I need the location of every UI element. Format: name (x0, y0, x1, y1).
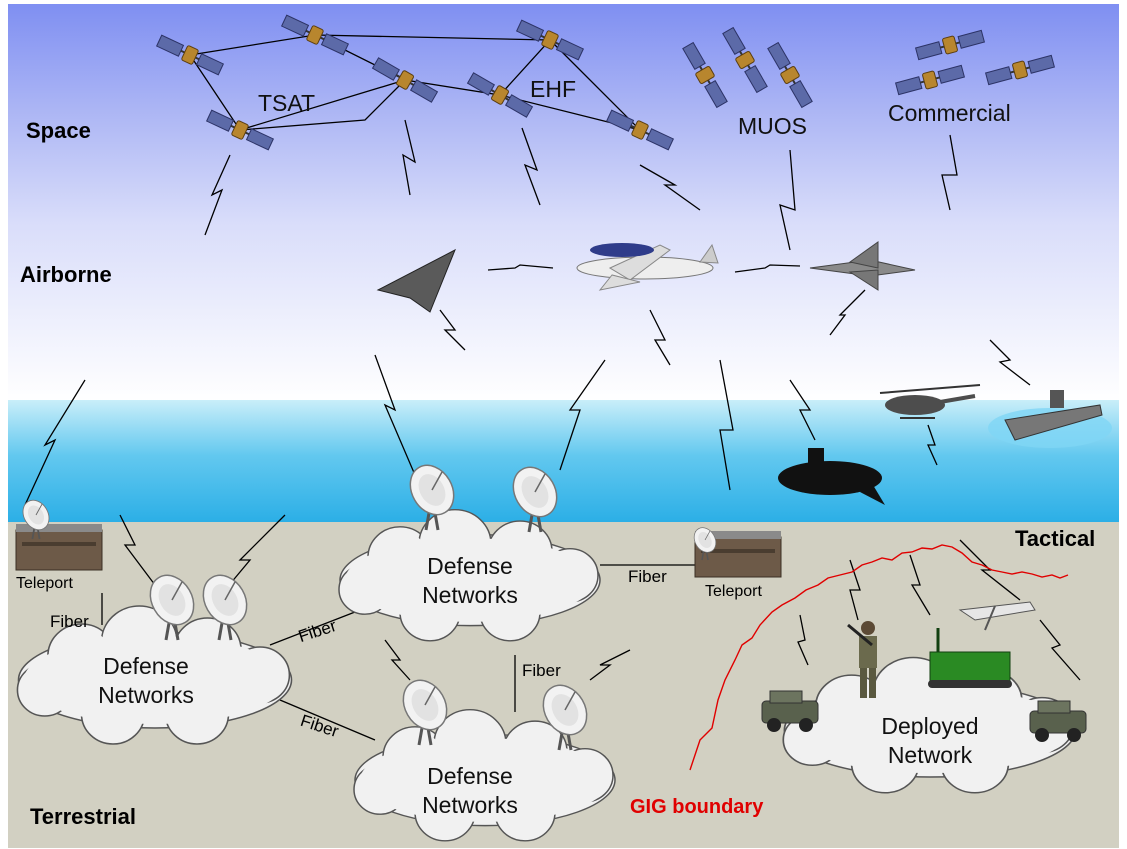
teleport-label-right: Teleport (705, 583, 762, 600)
wireless-links (24, 119, 1081, 681)
zone-label-airborne: Airborne (20, 262, 112, 287)
sea-zone (8, 400, 1119, 524)
muos-label: MUOS (738, 113, 807, 139)
aircraft-carrier (988, 390, 1112, 448)
aircraft (376, 241, 916, 313)
deployed-network-label: Deployed Network (881, 713, 979, 768)
fiber-label-left: Fiber (50, 612, 89, 631)
fiber-label-right: Fiber (628, 567, 667, 586)
uav-drone (958, 601, 1036, 631)
tsat-label: TSAT (258, 90, 316, 116)
fiber-label-bottom: Fiber (522, 661, 561, 680)
satellites (154, 12, 1056, 153)
ehf-label: EHF (530, 76, 576, 102)
teleport-building-left (15, 523, 103, 571)
gig-boundary-label: GIG boundary (630, 796, 764, 818)
tracked-vehicle (928, 628, 1012, 688)
submarine (778, 448, 885, 505)
zone-label-tactical: Tactical (1015, 526, 1096, 551)
defense-networks-label-left: Defense Networks (98, 653, 194, 708)
soldier (847, 621, 877, 698)
defense-networks-label-top: Defense Networks (422, 553, 518, 608)
defense-networks-label-bottom: Defense Networks (422, 763, 518, 818)
zone-label-terrestrial: Terrestrial (30, 804, 136, 829)
commercial-label: Commercial (888, 100, 1011, 126)
gig-boundary-line (689, 544, 1069, 771)
fiber-links (101, 564, 695, 741)
helicopter (879, 384, 981, 419)
space-airborne-zone (8, 4, 1119, 402)
zone-label-space: Space (26, 118, 91, 143)
teleport-label-left: Teleport (16, 575, 73, 592)
